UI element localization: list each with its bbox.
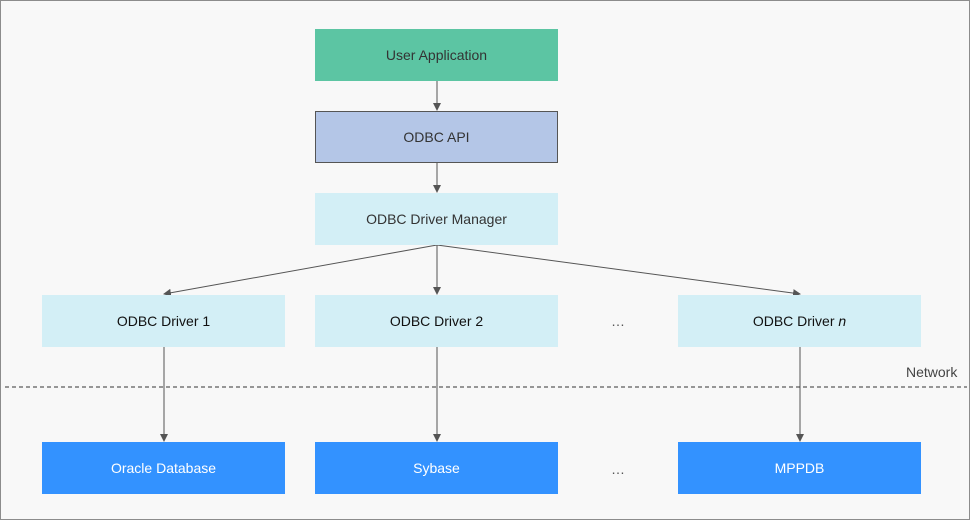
user-application-box: User Application xyxy=(315,29,558,81)
driver-1-box: ODBC Driver 1 xyxy=(42,295,285,347)
mppdb-box: MPPDB xyxy=(678,442,921,494)
driver-n-label: ODBC Driver n xyxy=(753,313,846,329)
driver-manager-label: ODBC Driver Manager xyxy=(366,211,507,227)
network-label: Network xyxy=(906,364,958,380)
drivers-ellipsis: … xyxy=(611,313,625,329)
user-application-label: User Application xyxy=(385,47,488,63)
driver-manager-box: ODBC Driver Manager xyxy=(315,193,558,245)
driver-n-label-suffix: n xyxy=(838,313,847,329)
arrow-manager-to-driver-1 xyxy=(163,244,438,297)
mppdb-label: MPPDB xyxy=(774,460,825,476)
driver-n-label-prefix: ODBC Driver xyxy=(752,313,839,329)
driver-1-label: ODBC Driver 1 xyxy=(116,313,211,329)
odbc-api-box: ODBC API xyxy=(315,111,558,163)
sybase-box: Sybase xyxy=(315,442,558,494)
driver-2-box: ODBC Driver 2 xyxy=(315,295,558,347)
databases-ellipsis: … xyxy=(611,461,625,477)
oracle-database-label: Oracle Database xyxy=(110,460,217,476)
driver-n-box: ODBC Driver n xyxy=(678,295,921,347)
sybase-label: Sybase xyxy=(413,460,460,476)
odbc-api-label: ODBC API xyxy=(403,129,470,145)
oracle-database-box: Oracle Database xyxy=(42,442,285,494)
arrow-manager-to-driver-n xyxy=(436,244,801,298)
driver-2-label: ODBC Driver 2 xyxy=(389,313,484,329)
